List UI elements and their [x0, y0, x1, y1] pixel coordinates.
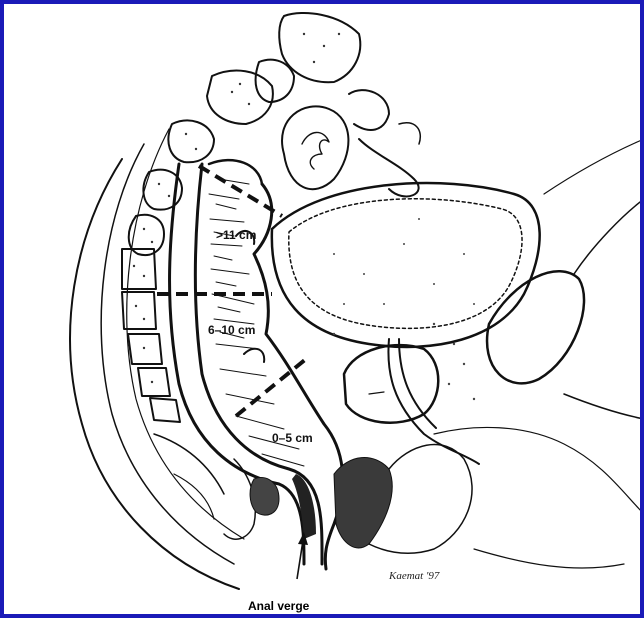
prostate — [333, 323, 479, 464]
lower-boundary-line — [236, 359, 306, 416]
pelvis-sagittal-illustration: >11 cm 6–10 cm 0–5 cm Anal verge Kaemat … — [4, 4, 644, 618]
label-lower-rectum: 0–5 cm — [272, 431, 313, 445]
sacrum-vertebrae — [122, 13, 360, 422]
anal-verge-caption: Anal verge — [248, 599, 310, 613]
bladder — [272, 183, 540, 347]
body-contour — [70, 129, 244, 589]
pubic-bone — [487, 139, 644, 419]
perineal-muscles — [154, 427, 644, 568]
small-bowel-loops — [282, 90, 420, 196]
label-middle-rectum: 6–10 cm — [208, 323, 255, 337]
upper-boundary-line — [199, 166, 282, 216]
label-upper-rectum: >11 cm — [216, 228, 256, 242]
artist-signature: Kaemat '97 — [388, 570, 440, 582]
